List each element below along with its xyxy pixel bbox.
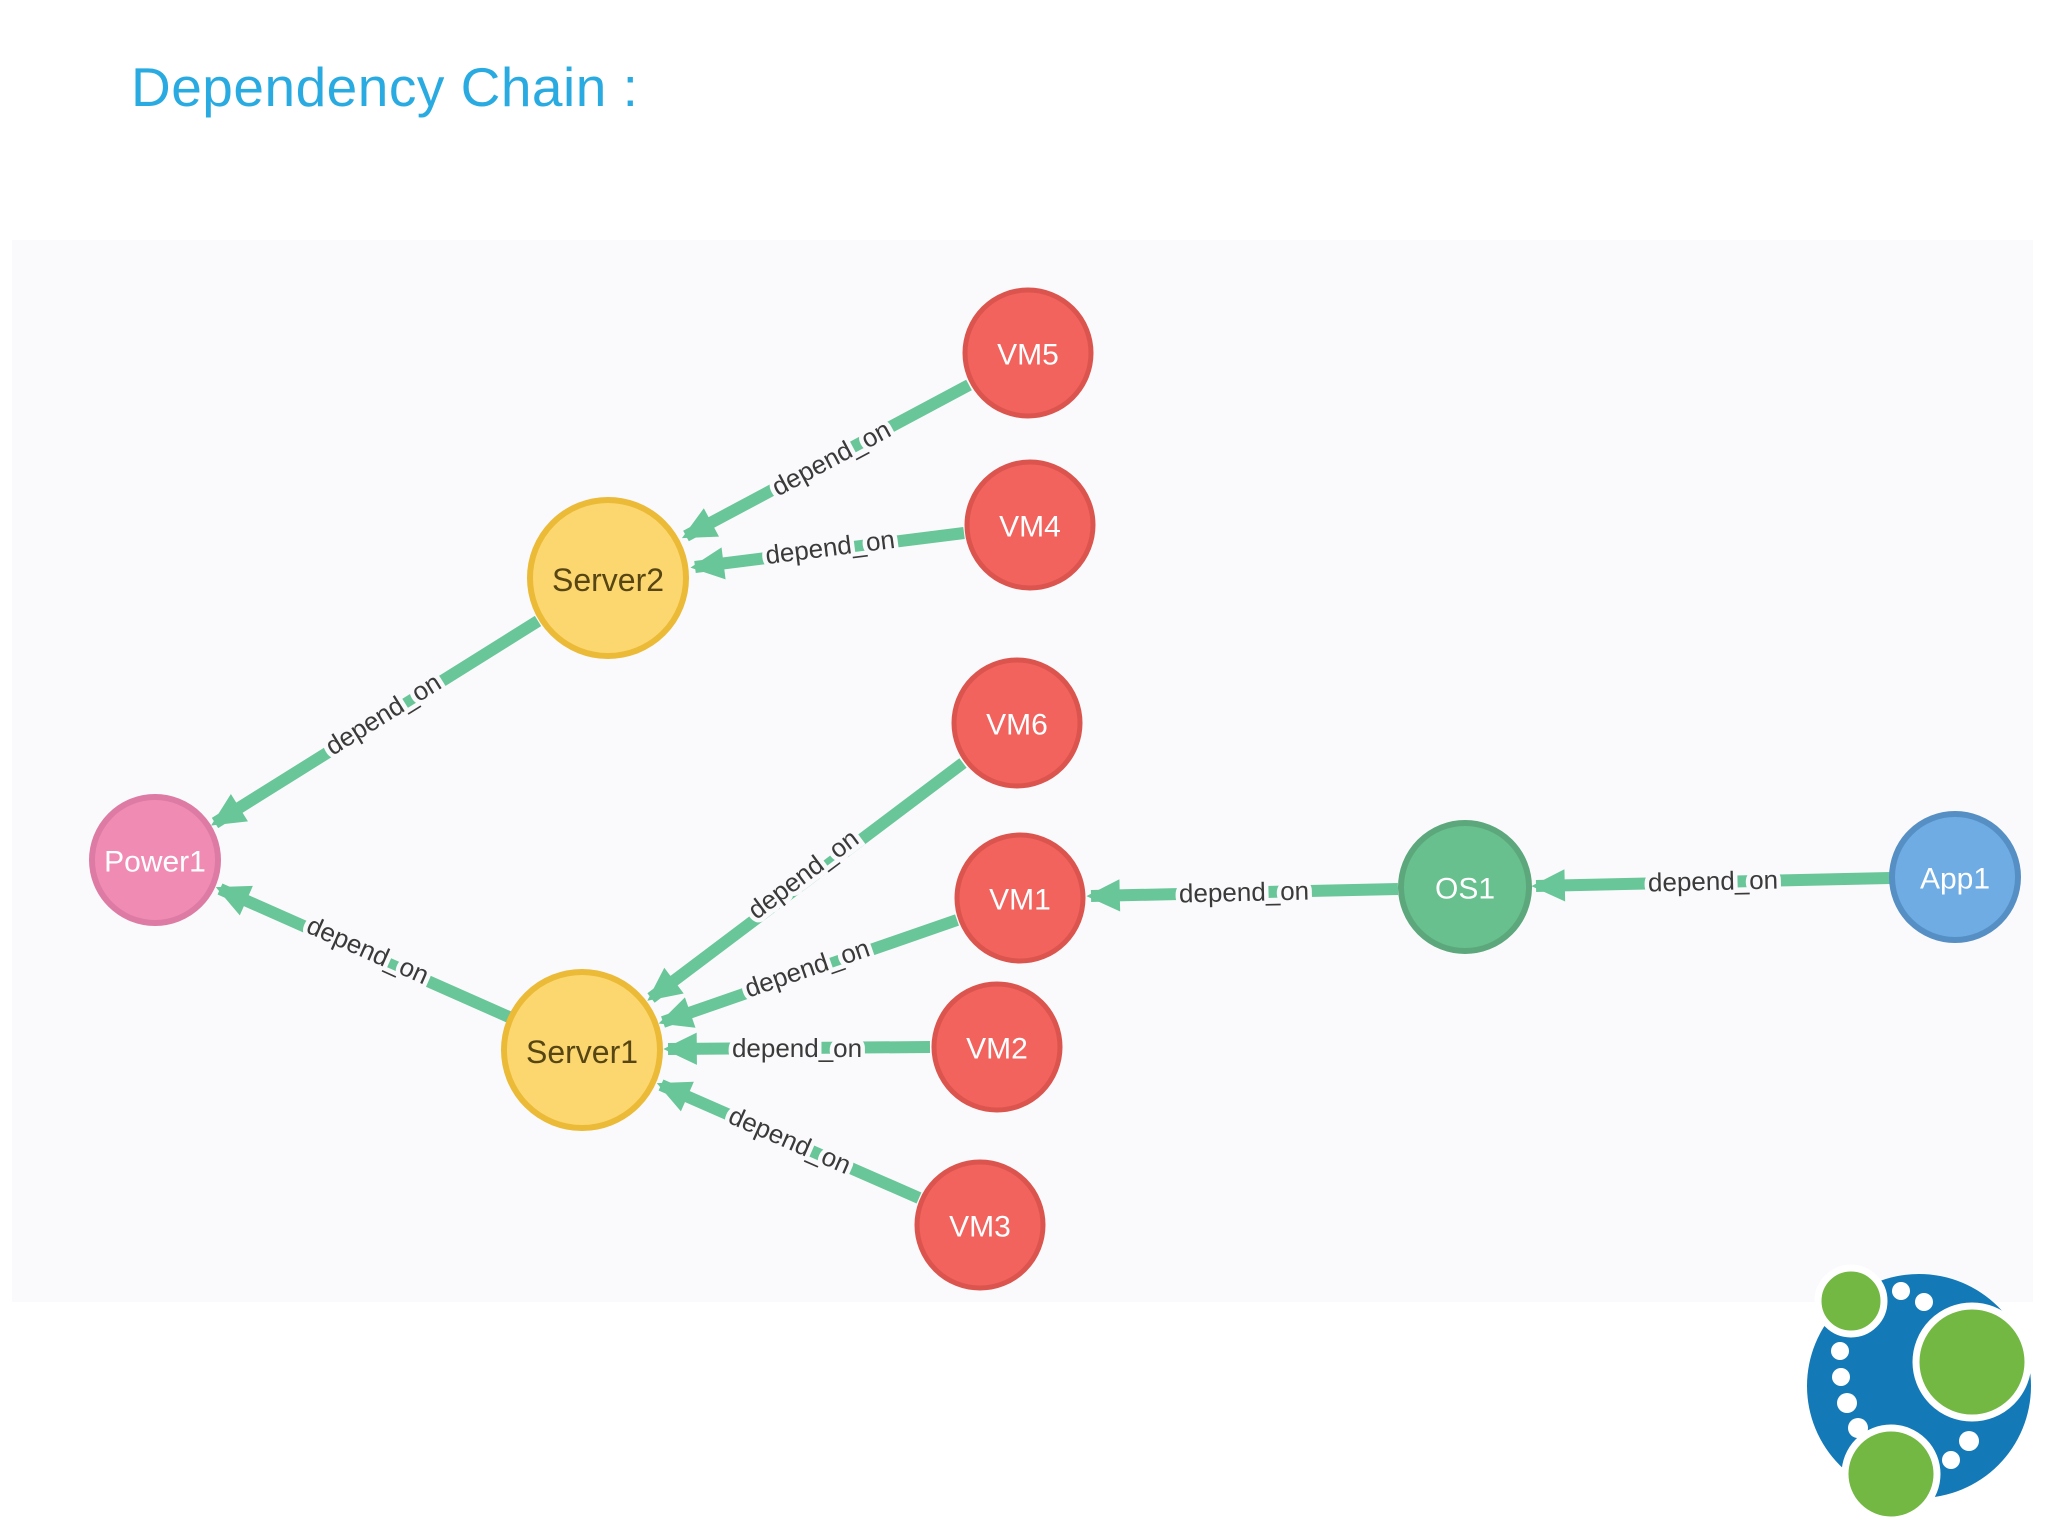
- node-vm3[interactable]: VM3: [914, 1159, 1046, 1291]
- nodes-layer: VM5 VM4 Server2 Power1 VM6 VM1: [89, 287, 2021, 1291]
- node-vm2[interactable]: VM2: [931, 981, 1063, 1113]
- node-vm4[interactable]: VM4: [964, 459, 1096, 591]
- node-server1[interactable]: Server1: [501, 969, 663, 1131]
- edge-os1-vm1[interactable]: depend_on: [1086, 871, 1399, 913]
- node-label: VM3: [949, 1211, 1011, 1244]
- node-vm5[interactable]: VM5: [962, 287, 1094, 419]
- node-circle[interactable]: [964, 459, 1096, 591]
- node-label: VM4: [999, 511, 1061, 544]
- node-circle[interactable]: [914, 1159, 1046, 1291]
- node-circle[interactable]: [501, 969, 663, 1131]
- node-circle[interactable]: [954, 832, 1086, 964]
- edge-line[interactable]: [656, 1079, 922, 1204]
- node-vm6[interactable]: VM6: [951, 657, 1083, 789]
- node-label: VM5: [997, 339, 1059, 372]
- node-label: App1: [1920, 863, 1990, 896]
- node-os1[interactable]: OS1: [1398, 820, 1532, 954]
- node-label: Server2: [552, 562, 664, 598]
- node-label: OS1: [1435, 873, 1495, 906]
- edge-vm2-server1[interactable]: depend_on: [663, 1029, 931, 1068]
- node-app1[interactable]: App1: [1889, 811, 2021, 943]
- node-circle[interactable]: [89, 794, 221, 926]
- node-server2[interactable]: Server2: [527, 497, 689, 659]
- node-circle[interactable]: [527, 497, 689, 659]
- node-circle[interactable]: [962, 287, 1094, 419]
- edge-line[interactable]: [681, 379, 972, 542]
- node-label: VM6: [986, 709, 1048, 742]
- edge-label: depend_on: [1648, 865, 1779, 898]
- node-label: VM2: [966, 1033, 1028, 1066]
- edge-line[interactable]: [690, 527, 965, 580]
- node-label: VM1: [989, 884, 1051, 917]
- page-title: Dependency Chain :: [131, 56, 639, 118]
- node-circle[interactable]: [1889, 811, 2021, 943]
- edge-line[interactable]: [215, 883, 512, 1023]
- node-label: Server1: [526, 1034, 638, 1070]
- edge-label: depend_on: [1179, 876, 1310, 909]
- edge-line[interactable]: [1086, 879, 1399, 912]
- edge-line[interactable]: [211, 615, 542, 829]
- edge-line[interactable]: [1531, 869, 1891, 902]
- node-circle[interactable]: [951, 657, 1083, 789]
- edge-line[interactable]: [658, 914, 959, 1028]
- node-power1[interactable]: Power1: [89, 794, 221, 926]
- node-label: Power1: [104, 846, 206, 879]
- neo4j-logo-icon: [1807, 1264, 2032, 1524]
- node-circle[interactable]: [1398, 820, 1532, 954]
- edge-label: depend_on: [732, 1033, 862, 1063]
- edge-line[interactable]: [647, 758, 967, 1003]
- node-vm1[interactable]: VM1: [954, 832, 1086, 964]
- edge-app1-os1[interactable]: depend_on: [1531, 860, 1891, 902]
- edge-line[interactable]: [663, 1032, 931, 1065]
- node-circle[interactable]: [931, 981, 1063, 1113]
